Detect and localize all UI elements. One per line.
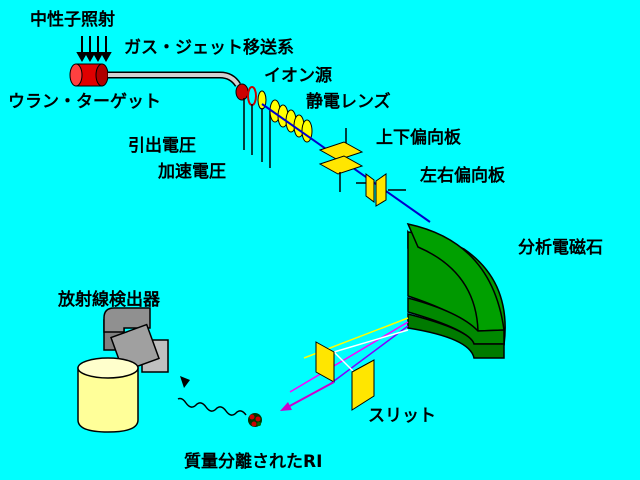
label-analyzing-magnet: 分析電磁石 [518,238,603,258]
label-separated-ri: 質量分離されたRI [184,452,323,472]
voltage-leads [243,98,271,168]
vertical-deflector-plates [318,128,364,192]
separated-beams [289,317,409,393]
uranium-target [69,63,109,87]
gas-jet-pipe [108,71,242,87]
radiation-detector [77,307,169,433]
label-slit: スリット [368,406,436,426]
label-extraction-voltage: 引出電圧 [128,136,196,156]
slit-plates [315,341,375,411]
label-electrostatic-lens: 静電レンズ [306,92,391,112]
neutron-arrows-icon [76,36,112,63]
horizontal-deflector-plates [356,173,406,207]
label-radiation-detector: 放射線検出器 [58,290,160,310]
ri-arrow-icon [280,381,335,411]
label-ion-source: イオン源 [264,66,332,86]
label-uranium-target: ウラン・ターゲット [8,92,161,112]
analyzing-magnet [406,222,506,359]
ion-source [235,83,267,110]
radiation-wave-icon [177,376,247,416]
label-horizontal-deflector: 左右偏向板 [420,166,505,186]
separated-ri-atom-icon [248,413,262,427]
label-vertical-deflector: 上下偏向板 [376,128,461,148]
label-acceleration-voltage: 加速電圧 [158,162,226,182]
label-neutron-irradiation: 中性子照射 [30,10,115,30]
label-gas-jet-transport: ガス・ジェット移送系 [124,38,294,58]
